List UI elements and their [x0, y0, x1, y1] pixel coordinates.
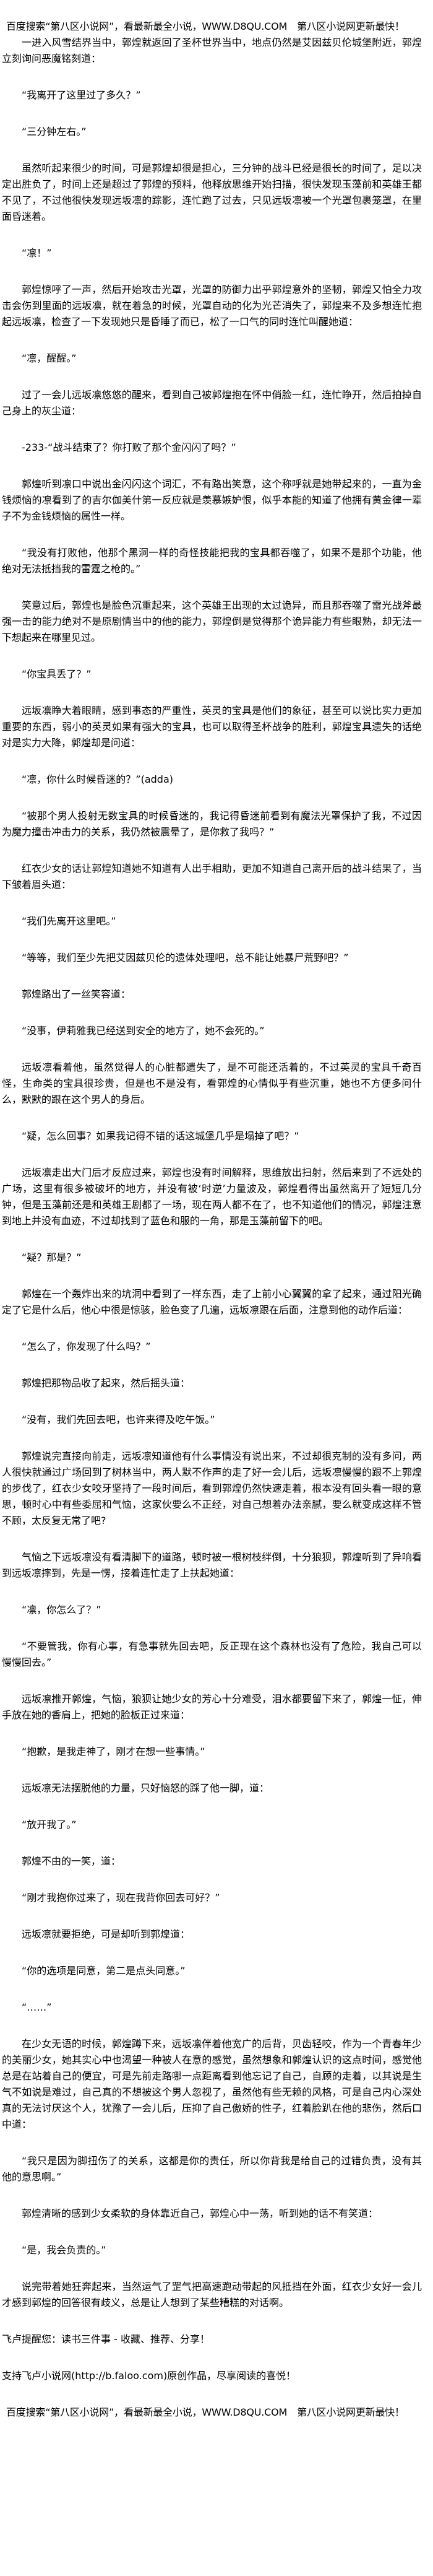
paragraph: 郭煌清晰的感到少女柔软的身体靠近自己，郭煌心中一荡，听到她的话不有笑道： [22, 2208, 379, 2219]
paragraph: 笑意过后，郭煌也是脸色沉重起来，这个英雄王出现的太过诡异，而且那吞噬了雷光战斧最… [2, 599, 422, 643]
paragraph: “疑？那是？” [22, 1251, 82, 1263]
footer-reminder: 飞卢提醒您：读书三件事 - 收藏、推荐、分享！ [2, 2333, 210, 2345]
paragraph: 远坂凛看着他，虽然觉得人的心脏都遗失了，是不可能还活着的，不过英灵的宝具千奇百怪… [2, 1061, 422, 1105]
paragraph: 过了一会儿远坂凛悠悠的醒来，看到自己被郭煌抱在怀中俏脸一红，连忙睁开，然后拍掉自… [2, 389, 422, 417]
paragraph: “凛，你什么时候昏迷的？”(adda) [22, 773, 173, 785]
paragraph: 红衣少女的话让郭煌知道她不知道有人出手相助，更加不知道自己离开后的战斗结果了，当… [2, 863, 422, 890]
paragraph: “怎么了，你发现了什么吗？” [22, 1341, 151, 1352]
paragraph: 远坂凛就要拒绝，可是却听到郭煌道： [22, 1928, 191, 1940]
paragraph: “抱歉，是我走神了，刚才在想一些事情。” [22, 1746, 205, 1757]
paragraph: “等等，我们至少先把艾因兹贝伦的遗体处理吧，总不能让她暴尸荒野吧？” [22, 952, 349, 964]
paragraph: 郭煌听到凛口中说出金闪闪这个词汇，不有路出笑意，这个称呼就是她带起来的，一直为金… [2, 478, 422, 522]
paragraph: “我没有打败他，他那个黑洞一样的奇怪技能把我的宝具都吞噬了，如果不是那个功能，他… [2, 547, 422, 575]
paragraph: 郭煌不由的一笑，道： [22, 1855, 121, 1867]
paragraph: 气恼之下远坂凛没有看清脚下的道路，顿时被一根树枝绊倒，十分狼狈，郭煌听到了异响看… [2, 1551, 422, 1579]
paragraph: “是，我会负责的。” [22, 2244, 106, 2256]
chapter-body: 一进入风雪结界当中，郭煌就返回了圣杯世界当中，地点仍然是艾因兹贝伦城堡附近，郭煌… [2, 35, 422, 2311]
paragraph: “我离开了这里过了多久？” [22, 89, 141, 101]
paragraph: “我们先离开这里吧。” [22, 915, 116, 927]
paragraph: “被那个男人投射无数宝具的时候昏迷的，我记得昏迷前看到有魔法光罩保护了我，不过因… [2, 810, 422, 838]
footer-support: 支持飞卢小说网(http://b.faloo.com)原创作品，尽享阅读的喜悦！ [2, 2370, 296, 2382]
paragraph: “不要管我，你有心事，有急事就先回去吧，反正现在这个森林也没有了危险，我自己可以… [2, 1640, 422, 1668]
paragraph: -233-“战斗结束了？你打败了那个金闪闪了吗？” [22, 442, 236, 453]
paragraph: “……” [22, 2001, 52, 2013]
paragraph: “三分钟左右。” [22, 126, 87, 137]
paragraph: 虽然听起来很少的时间，可是郭煌却很是担心，三分钟的战斗已经是很长的时间了，足以决… [2, 162, 422, 222]
paragraph: 郭煌惊呼了一声，然后开始攻击光罩，光罩的防御力出乎郭煌意外的坚韧，郭煌又怕全力攻… [2, 284, 422, 328]
site-banner-bottom: 百度搜索“第八区小说网”，看最新最全小说，WWW.D8QU.COM 第八区小说网… [6, 2406, 405, 2418]
paragraph: 郭煌在一个轰炸出来的坑洞中看到了一样东西，走了上前小心翼翼的拿了起来，通过阳光确… [2, 1288, 422, 1316]
paragraph: 远坂凛睁大着眼睛，感到事态的严重性，英灵的宝具是他们的象征，甚至可以说比实力更加… [2, 705, 422, 749]
paragraph: 在少女无语的时候，郭煌蹲下来，远坂凛伴着他宽广的后背，贝齿轻咬，作为一个青春年少… [2, 2038, 422, 2130]
paragraph: “没有，我们先回去吧，也许来得及吃午饭。” [22, 1414, 215, 1425]
paragraph: “凛！” [22, 247, 52, 259]
paragraph: 远坂凛推开郭煌，气恼，狼狈让她少女的芳心十分难受，泪水都要留下来了，郭煌一怔，伸… [2, 1693, 422, 1721]
paragraph: “刚才我抱你过来了，现在我背你回去可好？” [22, 1892, 220, 1904]
paragraph: “凛，醒醒。” [22, 352, 77, 364]
paragraph: 说完带着她狂奔起来，当然运气了罡气把高速跑动带起的风抵挡在外面，红衣少女好一会儿… [2, 2281, 422, 2308]
paragraph: “疑，怎么回事？如果我记得不错的话这城堡几乎是塌掉了吧？” [22, 1130, 299, 1142]
paragraph: “凛，你怎么了？” [22, 1604, 101, 1616]
paragraph: 郭煌路出了一丝笑容道： [22, 988, 131, 1000]
paragraph: “我只是因为脚扭伤了的关系，这都是你的责任，所以你背我是给自己的过错负责，没有其… [2, 2155, 422, 2183]
paragraph: 远坂凛走出大门后才反应过来，郭煌也没有时间解释，思维放出扫射，然后来到了不远处的… [2, 1167, 422, 1227]
site-banner-top: 百度搜索“第八区小说网”，看最新最全小说，WWW.D8QU.COM 第八区小说网… [6, 20, 405, 32]
paragraph: “没事，伊莉雅我已经送到安全的地方了，她不会死的。” [22, 1025, 265, 1037]
paragraph: 远坂凛无法摆脱他的力量，只好恼怒的踩了他一脚，道： [22, 1782, 270, 1794]
paragraph: “放开我了。” [22, 1819, 77, 1830]
paragraph: “你的选项是同意，第二是点头同意。” [22, 1965, 186, 1977]
paragraph: 郭煌说完直接向前走，远坂凛知道他有什么事情没有说出来，不过却很克制的没有多问，两… [2, 1450, 422, 1526]
paragraph: 郭煌把那物品收了起来，然后摇头道： [22, 1377, 191, 1389]
paragraph: “你宝具丢了？” [22, 668, 92, 680]
paragraph: 一进入风雪结界当中，郭煌就返回了圣杯世界当中，地点仍然是艾因兹贝伦城堡附近，郭煌… [2, 37, 422, 64]
